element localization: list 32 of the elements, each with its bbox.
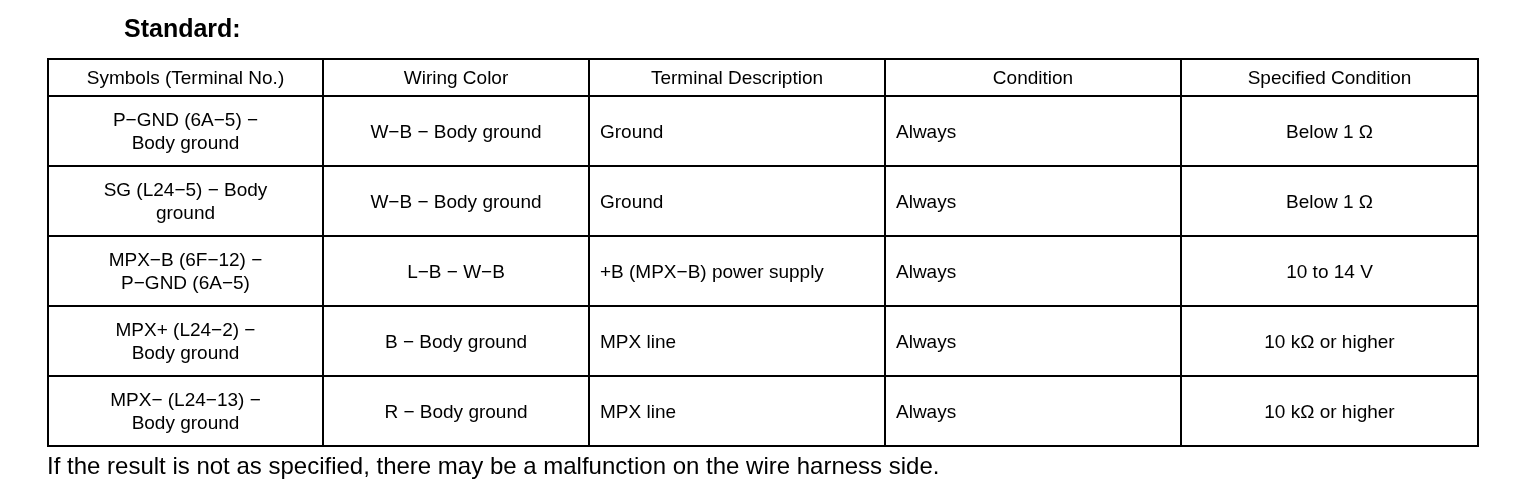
table-cell: Always [885, 96, 1181, 166]
table-cell: B − Body ground [323, 306, 589, 376]
table-cell: W−B − Body ground [323, 96, 589, 166]
table-cell: R − Body ground [323, 376, 589, 446]
heading: Standard: [124, 14, 241, 43]
table-cell: 10 to 14 V [1181, 236, 1478, 306]
table-cell: Always [885, 166, 1181, 236]
table-cell: +B (MPX−B) power supply [589, 236, 885, 306]
table-cell: MPX− (L24−13) − Body ground [48, 376, 323, 446]
table-cell: P−GND (6A−5) − Body ground [48, 96, 323, 166]
table-cell: Always [885, 236, 1181, 306]
column-header: Condition [885, 59, 1181, 96]
table-cell: SG (L24−5) − Body ground [48, 166, 323, 236]
table-cell: Below 1 Ω [1181, 166, 1478, 236]
table-cell: Always [885, 376, 1181, 446]
table-cell: Always [885, 306, 1181, 376]
note: If the result is not as specified, there may be a malfunction on the wire harness side. [47, 452, 940, 480]
column-header: Symbols (Terminal No.) [48, 59, 323, 96]
table-cell: L−B − W−B [323, 236, 589, 306]
table-cell: 10 kΩ or higher [1181, 376, 1478, 446]
table-cell: MPX line [589, 306, 885, 376]
table-cell: MPX+ (L24−2) − Body ground [48, 306, 323, 376]
column-header: Terminal Description [589, 59, 885, 96]
table-cell: Ground [589, 96, 885, 166]
column-header: Wiring Color [323, 59, 589, 96]
table-cell: 10 kΩ or higher [1181, 306, 1478, 376]
table-cell: MPX line [589, 376, 885, 446]
table-cell: Ground [589, 166, 885, 236]
table-cell: W−B − Body ground [323, 166, 589, 236]
table-cell: Below 1 Ω [1181, 96, 1478, 166]
column-header: Specified Condition [1181, 59, 1478, 96]
table-cell: MPX−B (6F−12) − P−GND (6A−5) [48, 236, 323, 306]
